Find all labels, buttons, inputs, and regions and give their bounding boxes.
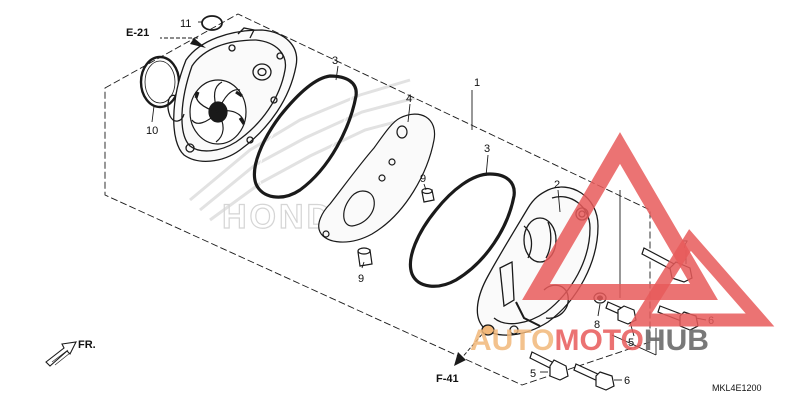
callout-10: 10 (146, 125, 158, 137)
gasket-3-lower (408, 172, 516, 288)
callout-5-upper: 5 (628, 337, 634, 349)
callout-11: 11 (180, 18, 191, 30)
watermark: AUTOMOTOHUB (470, 132, 775, 357)
bolt-5-lower (529, 351, 569, 381)
o-ring-11 (201, 15, 223, 31)
watermark-triangle (522, 132, 718, 300)
f41-arrow (454, 352, 466, 366)
callout-3-lower: 3 (484, 143, 490, 155)
gasket-3-lower-inner (414, 177, 510, 282)
reference-f41[interactable]: F-41 (436, 373, 459, 385)
callout-3-upper: 3 (332, 55, 338, 67)
front-direction-arrow (45, 341, 77, 367)
callout-6-lower: 6 (624, 375, 630, 387)
o-ring-10-inner (144, 60, 176, 104)
gasket-3-upper (252, 74, 358, 199)
impeller (189, 79, 247, 145)
plate-4 (318, 113, 436, 243)
callout-5-lower: 5 (530, 368, 536, 380)
dowel-pin-9-lower (357, 247, 373, 267)
bolt-5-upper (605, 301, 637, 325)
callout-8: 8 (594, 319, 600, 331)
gasket-3-upper-inner (258, 79, 352, 193)
watermark-text: AUTOMOTOHUB (470, 324, 709, 357)
callout-2: 2 (554, 179, 560, 191)
bolt-6-lower (573, 363, 615, 391)
callout-4: 4 (406, 93, 412, 105)
reference-e21[interactable]: E-21 (126, 27, 149, 39)
front-direction-label: FR. (78, 339, 96, 351)
callout-9-upper: 9 (420, 173, 426, 185)
o-ring-10 (139, 55, 181, 109)
dowel-pin-9-upper (421, 187, 435, 203)
e21-arrow (190, 38, 206, 48)
diagram-code: MKL4E1200 (712, 383, 762, 393)
f41-reference-line (459, 331, 485, 361)
callout-9-lower: 9 (358, 273, 364, 285)
assembly-dashed-outline (104, 13, 651, 386)
watermark-triangle-small (628, 229, 775, 327)
callout-1: 1 (474, 77, 480, 89)
